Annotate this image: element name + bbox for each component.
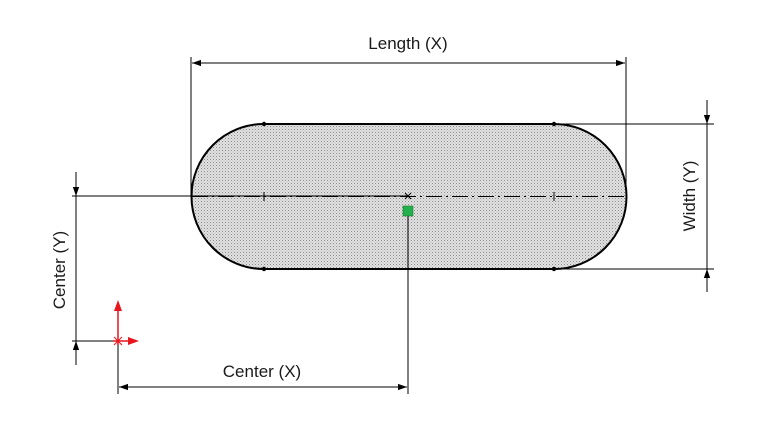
length-label: Length (X) — [368, 34, 447, 53]
width-label: Width (Y) — [680, 161, 699, 232]
center-y-label: Center (Y) — [50, 231, 69, 309]
tangent-point-top-left — [261, 121, 267, 127]
coordinate-origin-icon — [113, 300, 139, 346]
tangent-point-bottom-left — [261, 266, 267, 272]
center-x-label: Center (X) — [223, 362, 301, 381]
slot-center-point-icon[interactable] — [402, 205, 414, 217]
